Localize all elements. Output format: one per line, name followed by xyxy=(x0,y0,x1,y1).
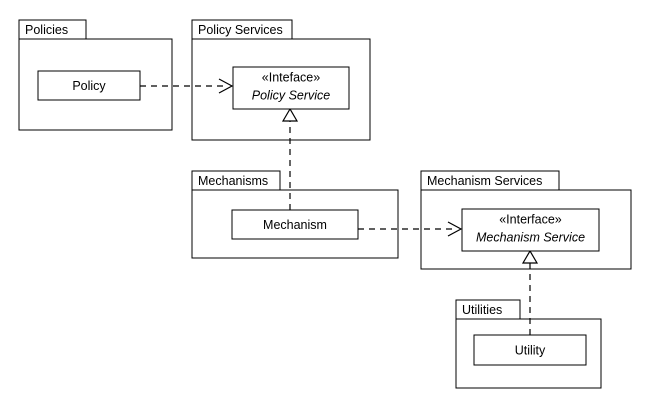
interface-box-mechanism-service xyxy=(461,208,600,252)
realization-triangle-mechanism-service xyxy=(521,249,539,264)
realization-triangle-policy-service xyxy=(281,107,299,122)
dependency-arrowhead-policy-service xyxy=(218,78,234,94)
class-name-utility: Utility xyxy=(515,343,546,357)
class-mechanism[interactable]: Mechanism xyxy=(231,209,359,240)
class-box-utility xyxy=(473,334,587,366)
class-name-mechanism: Mechanism xyxy=(263,218,327,232)
package-label-policy-services: Policy Services xyxy=(198,23,283,37)
class-box-policy xyxy=(37,70,141,101)
dependency-mechanism-to-mechanism-service[interactable] xyxy=(358,221,463,237)
interface-name-mechanism-service: Mechanism Service xyxy=(476,230,585,244)
realization-mechanism-to-policy-service[interactable] xyxy=(281,107,299,210)
package-label-mechanism-services: Mechanism Services xyxy=(427,174,542,188)
package-label-policies: Policies xyxy=(25,23,68,37)
interface-mechanism-service[interactable]: «Interface» Mechanism Service xyxy=(461,208,600,252)
package-mechanisms[interactable]: Mechanisms xyxy=(191,170,399,259)
class-policy[interactable]: Policy xyxy=(37,70,141,101)
class-utility[interactable]: Utility xyxy=(473,334,587,366)
class-name-policy: Policy xyxy=(72,79,106,93)
interface-stereotype-mechanism-service: «Interface» xyxy=(499,212,562,226)
realization-utility-to-mechanism-service[interactable] xyxy=(521,249,539,335)
interface-stereotype-policy-service: «Inteface» xyxy=(262,70,320,84)
interface-policy-service[interactable]: «Inteface» Policy Service xyxy=(232,66,350,110)
dependency-policy-to-policy-service[interactable] xyxy=(140,78,234,94)
package-label-mechanisms: Mechanisms xyxy=(198,174,268,188)
class-box-mechanism xyxy=(231,209,359,240)
interface-name-policy-service: Policy Service xyxy=(252,88,331,102)
interface-box-policy-service xyxy=(232,66,350,110)
package-label-utilities: Utilities xyxy=(462,303,502,317)
dependency-arrowhead-mechanism-service xyxy=(447,221,463,237)
